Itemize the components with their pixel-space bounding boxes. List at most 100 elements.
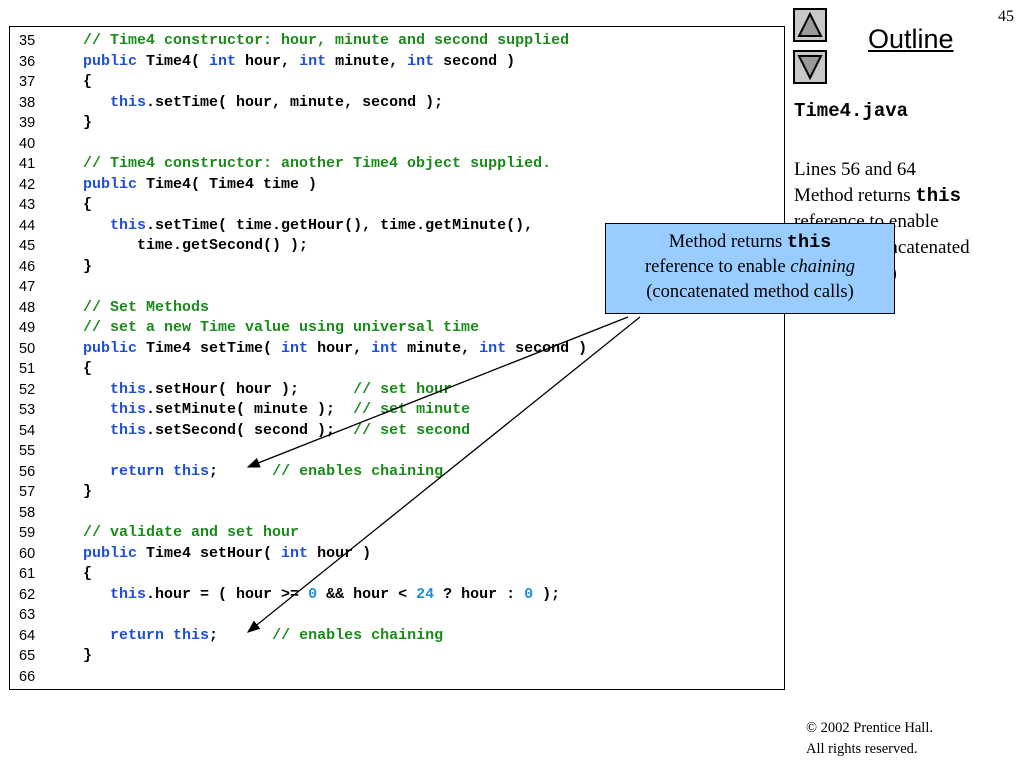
code-token: 0	[308, 585, 318, 603]
line-number: 52	[19, 381, 36, 398]
line-code: public Time4 setTime( int hour, int minu…	[83, 339, 587, 360]
line-code: this.setSecond( second ); // set second	[83, 421, 470, 442]
line-code: time.getSecond() );	[83, 236, 308, 257]
code-token: // Time4 constructor: another Time4 obje…	[83, 155, 552, 172]
line-number: 46	[19, 258, 36, 275]
line-code: }	[83, 646, 92, 667]
code-token: 0	[524, 585, 534, 603]
line-number: 47	[19, 279, 36, 295]
code-token: int	[299, 52, 327, 70]
line-number: 43	[19, 197, 36, 213]
line-number: 63	[19, 607, 36, 623]
line-code: this.setMinute( minute ); // set minute	[83, 400, 470, 421]
code-token: second )	[506, 339, 588, 357]
code-token: .setMinute( minute );	[146, 401, 354, 418]
code-token: // validate and set hour	[83, 524, 300, 541]
code-token: }	[83, 257, 93, 275]
code-token: }	[83, 647, 93, 664]
outline-link[interactable]: Outline	[868, 24, 954, 54]
code-token: public	[83, 544, 138, 562]
line-number: 49	[19, 320, 36, 336]
code-token: .hour = ( hour >=	[146, 585, 309, 603]
line-number: 48	[19, 299, 36, 316]
line-code: // set a new Time value using universal …	[83, 318, 479, 339]
code-token: minute,	[326, 52, 408, 70]
line-number: 65	[19, 648, 36, 664]
code-token: time.getSecond() );	[83, 237, 309, 254]
line-number: 41	[19, 156, 36, 172]
callout-code: this	[786, 232, 832, 253]
code-token: 24	[416, 585, 435, 603]
code-token: int	[371, 339, 399, 357]
line-code: // Time4 constructor: hour, minute and s…	[83, 31, 569, 52]
next-slide-button[interactable]	[793, 50, 827, 84]
code-token: this	[110, 401, 147, 418]
code-token: // set hour	[353, 380, 453, 398]
code-token	[83, 381, 110, 398]
line-number: 56	[19, 463, 36, 480]
line-code: this.hour = ( hour >= 0 && hour < 24 ? h…	[83, 585, 560, 606]
code-token	[83, 94, 110, 111]
code-token: int	[281, 339, 309, 357]
code-token: minute,	[398, 339, 480, 357]
code-token: this	[110, 421, 147, 439]
code-token: // enables chaining	[272, 462, 444, 480]
code-token	[83, 217, 110, 234]
code-token: // set second	[353, 421, 471, 439]
line-number: 39	[19, 115, 36, 131]
code-token: .setHour( hour );	[146, 380, 354, 398]
line-number: 44	[19, 217, 36, 234]
page-number: 45	[998, 8, 1014, 25]
code-token: this	[110, 93, 147, 111]
callout-box: Method returns this reference to enable …	[605, 223, 895, 314]
code-token: int	[407, 52, 435, 70]
code-token: );	[533, 585, 561, 603]
callout-line: reference to enable chaining	[644, 257, 856, 277]
line-number: 66	[19, 668, 36, 685]
code-token: this	[110, 380, 147, 398]
triangle-up-icon	[797, 12, 823, 37]
code-token	[83, 401, 110, 418]
line-number: 62	[19, 586, 36, 603]
line-number: 60	[19, 545, 36, 562]
code-token: // set a new Time value using universal …	[83, 319, 480, 336]
code-token: // Set Methods	[83, 298, 210, 316]
line-number: 45	[19, 238, 36, 254]
line-number: 61	[19, 566, 36, 582]
line-number: 54	[19, 422, 36, 439]
code-token: int	[281, 544, 309, 562]
code-token: hour )	[308, 544, 372, 562]
line-number: 59	[19, 525, 36, 541]
code-token: public	[83, 175, 138, 193]
line-code: public Time4 setHour( int hour )	[83, 544, 371, 565]
code-token: ;	[209, 462, 273, 480]
code-token: && hour <	[317, 585, 417, 603]
line-number: 38	[19, 94, 36, 111]
code-token: this	[110, 585, 147, 603]
code-token	[83, 586, 110, 603]
code-token: hour,	[236, 52, 300, 70]
code-token: public	[83, 339, 138, 357]
triangle-down-icon	[797, 55, 823, 80]
line-code: this.setTime( time.getHour(), time.getMi…	[83, 216, 533, 237]
previous-slide-button[interactable]	[793, 8, 827, 42]
line-code: }	[83, 257, 92, 278]
line-code: {	[83, 359, 92, 380]
code-token: }	[83, 114, 93, 131]
code-token: int	[479, 339, 507, 357]
desc-line: Lines 56 and 64	[794, 159, 916, 180]
line-code: {	[83, 195, 92, 216]
line-number: 42	[19, 176, 36, 193]
code-token: // set minute	[353, 401, 471, 418]
line-number: 58	[19, 504, 36, 521]
code-token: Time4 setHour(	[137, 544, 282, 562]
line-code: }	[83, 113, 92, 134]
code-token: // enables chaining	[272, 626, 444, 644]
code-token: ;	[209, 626, 273, 644]
callout-line: Method returns this	[668, 232, 832, 253]
code-token: second )	[434, 52, 516, 70]
line-code: // Set Methods	[83, 298, 209, 319]
code-token: Time4( Time4 time )	[137, 175, 318, 193]
line-number: 53	[19, 402, 36, 418]
code-token: this	[110, 216, 147, 234]
